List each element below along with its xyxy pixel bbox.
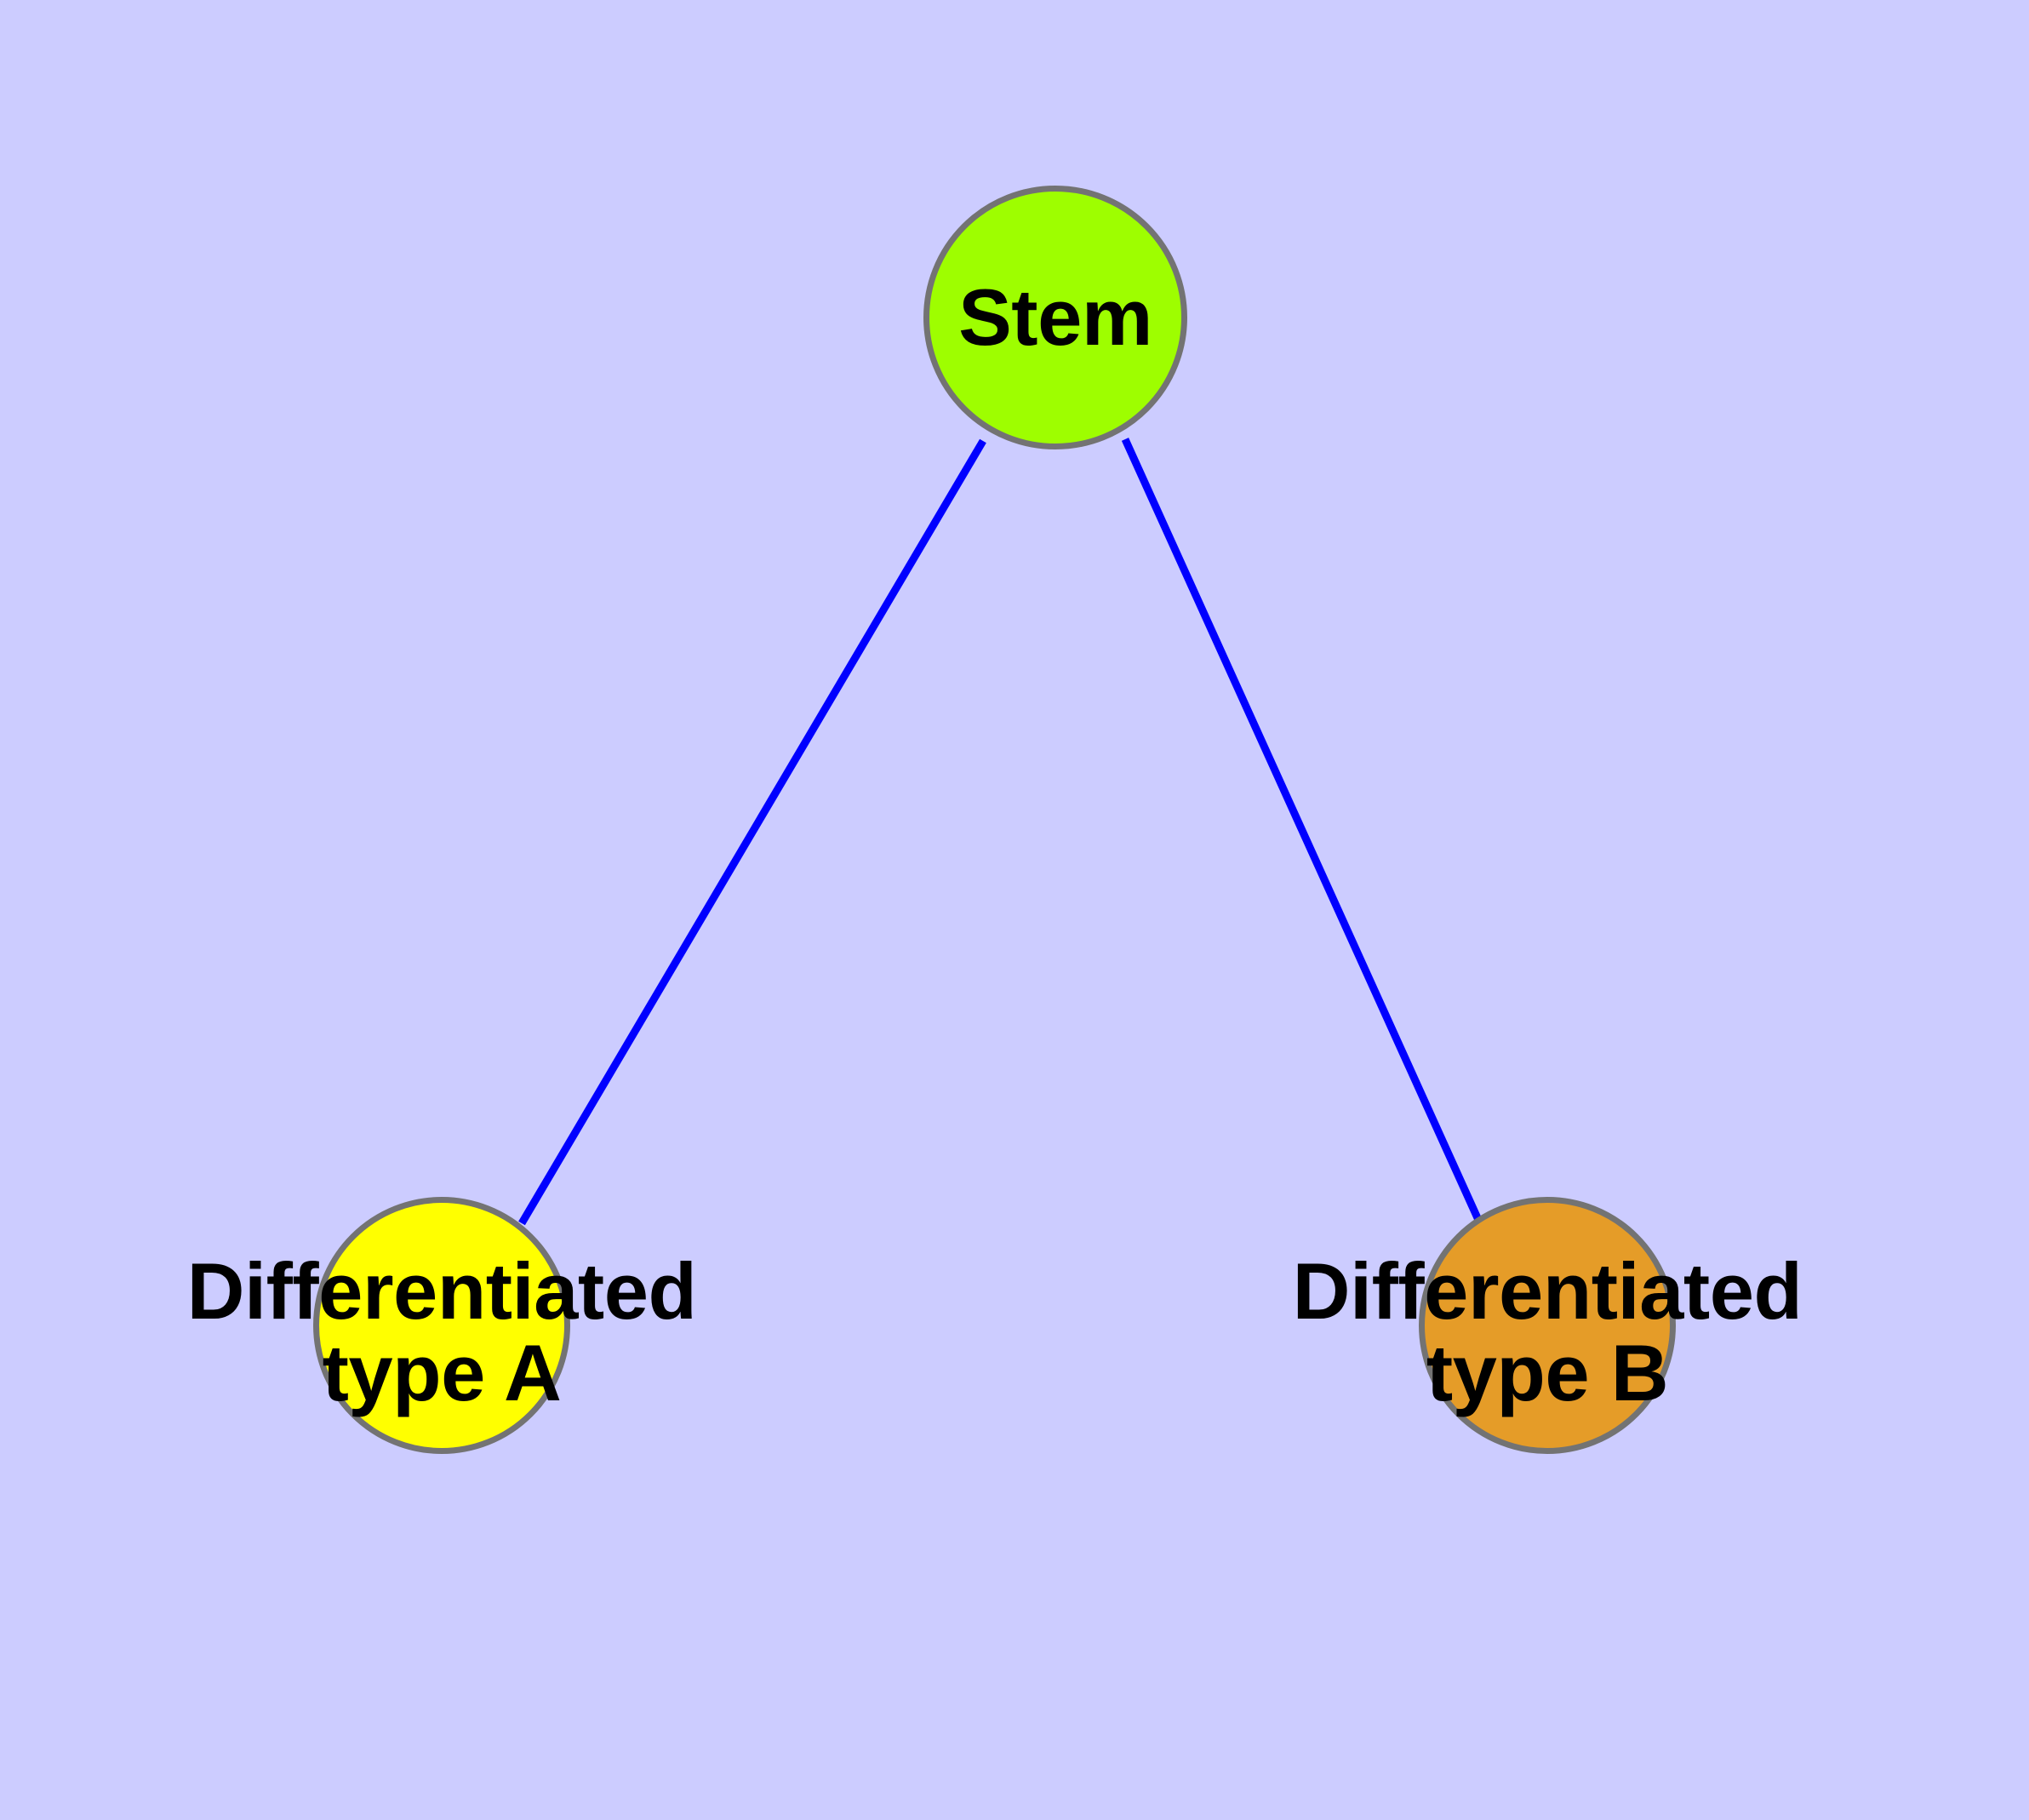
edge-stem-to-type-b xyxy=(1121,438,1483,1222)
node-differentiated-type-a[interactable] xyxy=(313,1197,570,1454)
node-differentiated-type-b[interactable] xyxy=(1419,1197,1676,1454)
edge-stem-to-type-a xyxy=(518,438,986,1226)
node-stem[interactable] xyxy=(923,186,1187,449)
